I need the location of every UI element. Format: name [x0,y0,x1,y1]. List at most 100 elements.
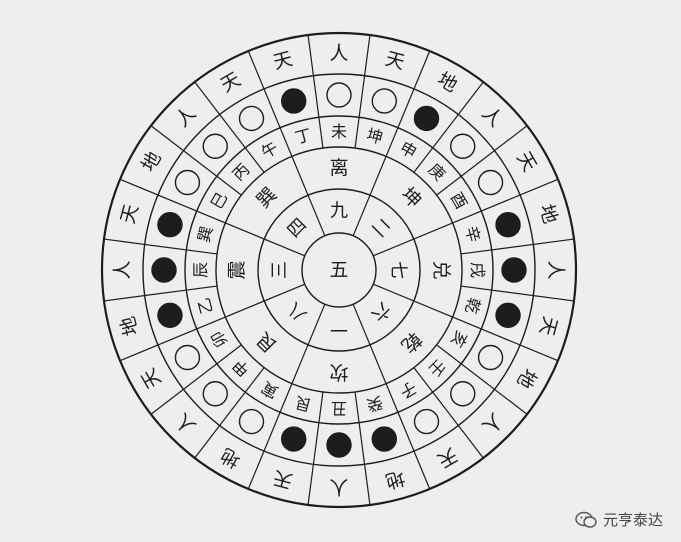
mountain-label: 辛 [462,224,484,244]
mountain-divider [452,316,559,362]
sector-divider [352,303,387,384]
filled-circle [495,212,521,238]
outer-label: 天 [512,148,541,175]
sector-divider [352,156,387,237]
mountain-label: 辰 [191,262,210,278]
empty-circle [477,344,504,371]
mountain-divider [436,125,528,196]
number-label: 七 [388,261,409,279]
outer-label: 人 [329,476,348,498]
mountain-label: 巳 [207,189,231,212]
outer-label: 天 [535,314,561,338]
mountain-divider [460,238,575,255]
outer-label: 地 [434,68,461,97]
empty-circle [477,169,504,196]
empty-circle [202,133,228,159]
mountain-divider [119,316,226,362]
trigram-label: 坎 [329,361,348,383]
outer-label: 地 [383,466,407,492]
outer-label: 地 [535,202,561,226]
ring-3 [184,115,494,425]
ring-1 [257,188,421,352]
mountain-divider [194,81,265,173]
mountain-divider [103,285,218,302]
empty-circle [238,105,265,132]
mountain-label: 丙 [229,160,254,185]
trigram-label: 艮 [252,328,281,357]
mountain-label: 丁 [293,125,313,147]
filled-circle [281,426,307,452]
ring-5 [100,31,578,509]
mountain-divider [247,50,293,157]
mountain-divider [247,383,293,490]
outer-label: 地 [217,443,244,472]
ring-2 [215,146,463,394]
number-label: 一 [330,319,348,340]
wechat-icon [575,511,597,528]
filled-circle [326,432,352,458]
mountain-label: 乾 [462,296,484,316]
mountain-label: 酉 [447,189,471,212]
watermark: 元亨泰达 [575,509,663,530]
mountain-label: 亥 [447,328,471,351]
empty-circle [450,381,476,407]
center-label: 五 [329,259,348,281]
sector-divider [225,222,306,257]
filled-circle [371,426,397,452]
outer-label: 人 [545,260,567,279]
mountain-label: 子 [397,378,420,402]
mountain-label: 申 [397,138,420,162]
ring-0 [301,232,377,308]
sector-divider [291,156,326,237]
empty-circle [238,408,265,435]
empty-circle [174,344,201,371]
outer-label: 人 [112,260,134,279]
mountain-label: 癸 [365,393,385,415]
outer-label: 天 [271,48,295,74]
outer-label: 地 [117,314,143,338]
outer-label: 人 [171,102,200,131]
trigram-label: 乾 [397,328,426,357]
mountain-label: 丑 [331,399,347,418]
empty-circle [174,169,201,196]
mountain-divider [413,81,484,173]
mountain-label: 戌 [468,262,487,278]
outer-label: 地 [137,148,166,175]
outer-label: 天 [383,48,407,74]
mountain-divider [354,34,371,149]
ring-4 [142,73,536,467]
outer-label: 天 [271,466,295,492]
mountain-divider [307,391,324,506]
sector-divider [372,222,453,257]
number-label: 八 [283,298,311,326]
mountain-label: 庚 [425,160,450,185]
filled-circle [281,88,307,114]
mountain-label: 甲 [229,356,254,381]
mountain-label: 乙 [194,296,216,316]
outer-label: 人 [329,43,348,65]
mountain-label: 卯 [207,328,231,351]
outer-label: 天 [217,68,244,97]
number-label: 六 [367,298,395,326]
outer-label: 人 [171,409,200,438]
trigram-label: 兑 [430,260,452,279]
empty-circle [413,408,440,435]
mountain-divider [413,367,484,459]
filled-circle [495,302,521,328]
mountain-divider [354,391,371,506]
mountain-divider [103,238,218,255]
outer-label: 天 [434,443,461,472]
number-label: 四 [283,214,311,242]
mountain-label: 寅 [258,378,281,402]
mountain-label: 坤 [365,125,385,147]
filled-circle [151,257,177,283]
empty-circle [371,88,397,114]
filled-circle [157,302,183,328]
mountain-divider [307,34,324,149]
mountain-divider [119,178,226,224]
number-label: 二 [367,214,395,242]
mountain-divider [150,344,242,415]
number-label: 九 [330,201,348,222]
mountain-label: 未 [331,122,347,141]
